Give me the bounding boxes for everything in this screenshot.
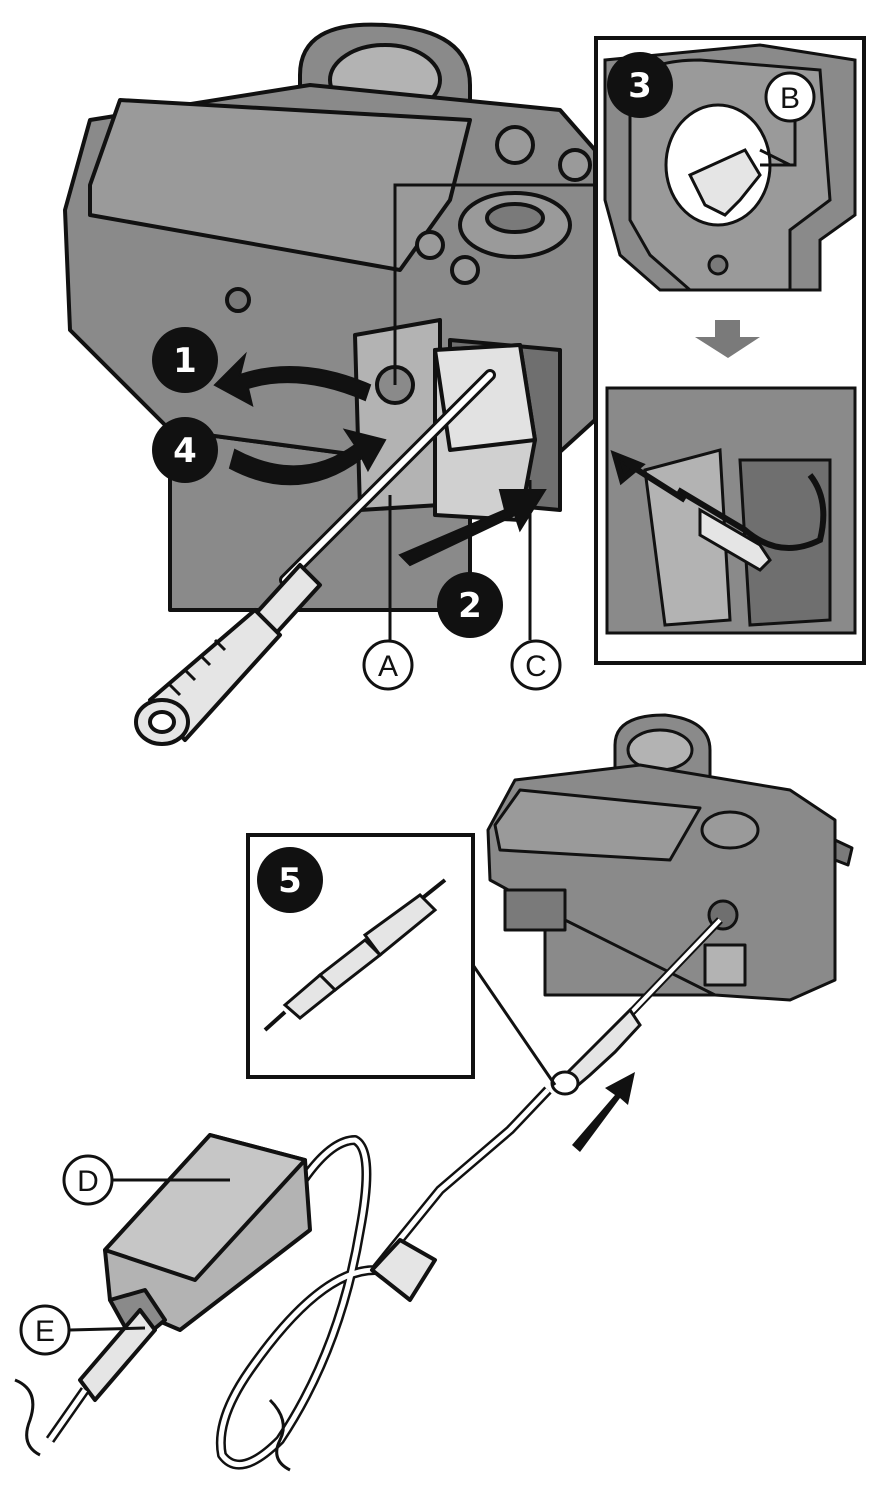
label-c: C [512, 641, 560, 689]
button [417, 232, 443, 258]
step-2-badge: 2 [437, 572, 503, 638]
svg-text:A: A [378, 650, 398, 683]
inset-leader [473, 965, 555, 1085]
label-e: E [21, 1306, 69, 1354]
svg-text:5: 5 [278, 861, 302, 901]
svg-text:B: B [780, 82, 800, 115]
label-e-leader [70, 1328, 145, 1330]
step-4-badge: 4 [152, 417, 218, 483]
svg-text:1: 1 [173, 341, 197, 381]
label-d: D [64, 1156, 112, 1204]
button [497, 127, 533, 163]
bottom-camera-illustration [488, 715, 852, 1000]
button [560, 150, 590, 180]
tripod-mount [227, 289, 249, 311]
ferrite-core [372, 1240, 435, 1300]
button [452, 257, 478, 283]
svg-text:2: 2 [458, 586, 482, 626]
ac-adaptor [15, 1090, 548, 1470]
step-3-inset: 3 B [596, 38, 864, 663]
svg-text:4: 4 [173, 431, 197, 471]
cable-routed-closeup [607, 388, 855, 633]
step-5-badge: 5 [257, 847, 323, 913]
label-b: B [766, 73, 814, 121]
svg-text:D: D [77, 1165, 99, 1198]
svg-text:E: E [35, 1315, 55, 1348]
label-a: A [364, 641, 412, 689]
step-3-badge: 3 [607, 52, 673, 118]
svg-text:3: 3 [628, 66, 652, 106]
step-1-badge: 1 [152, 327, 218, 393]
battery-door [355, 320, 440, 510]
svg-text:C: C [525, 650, 547, 683]
